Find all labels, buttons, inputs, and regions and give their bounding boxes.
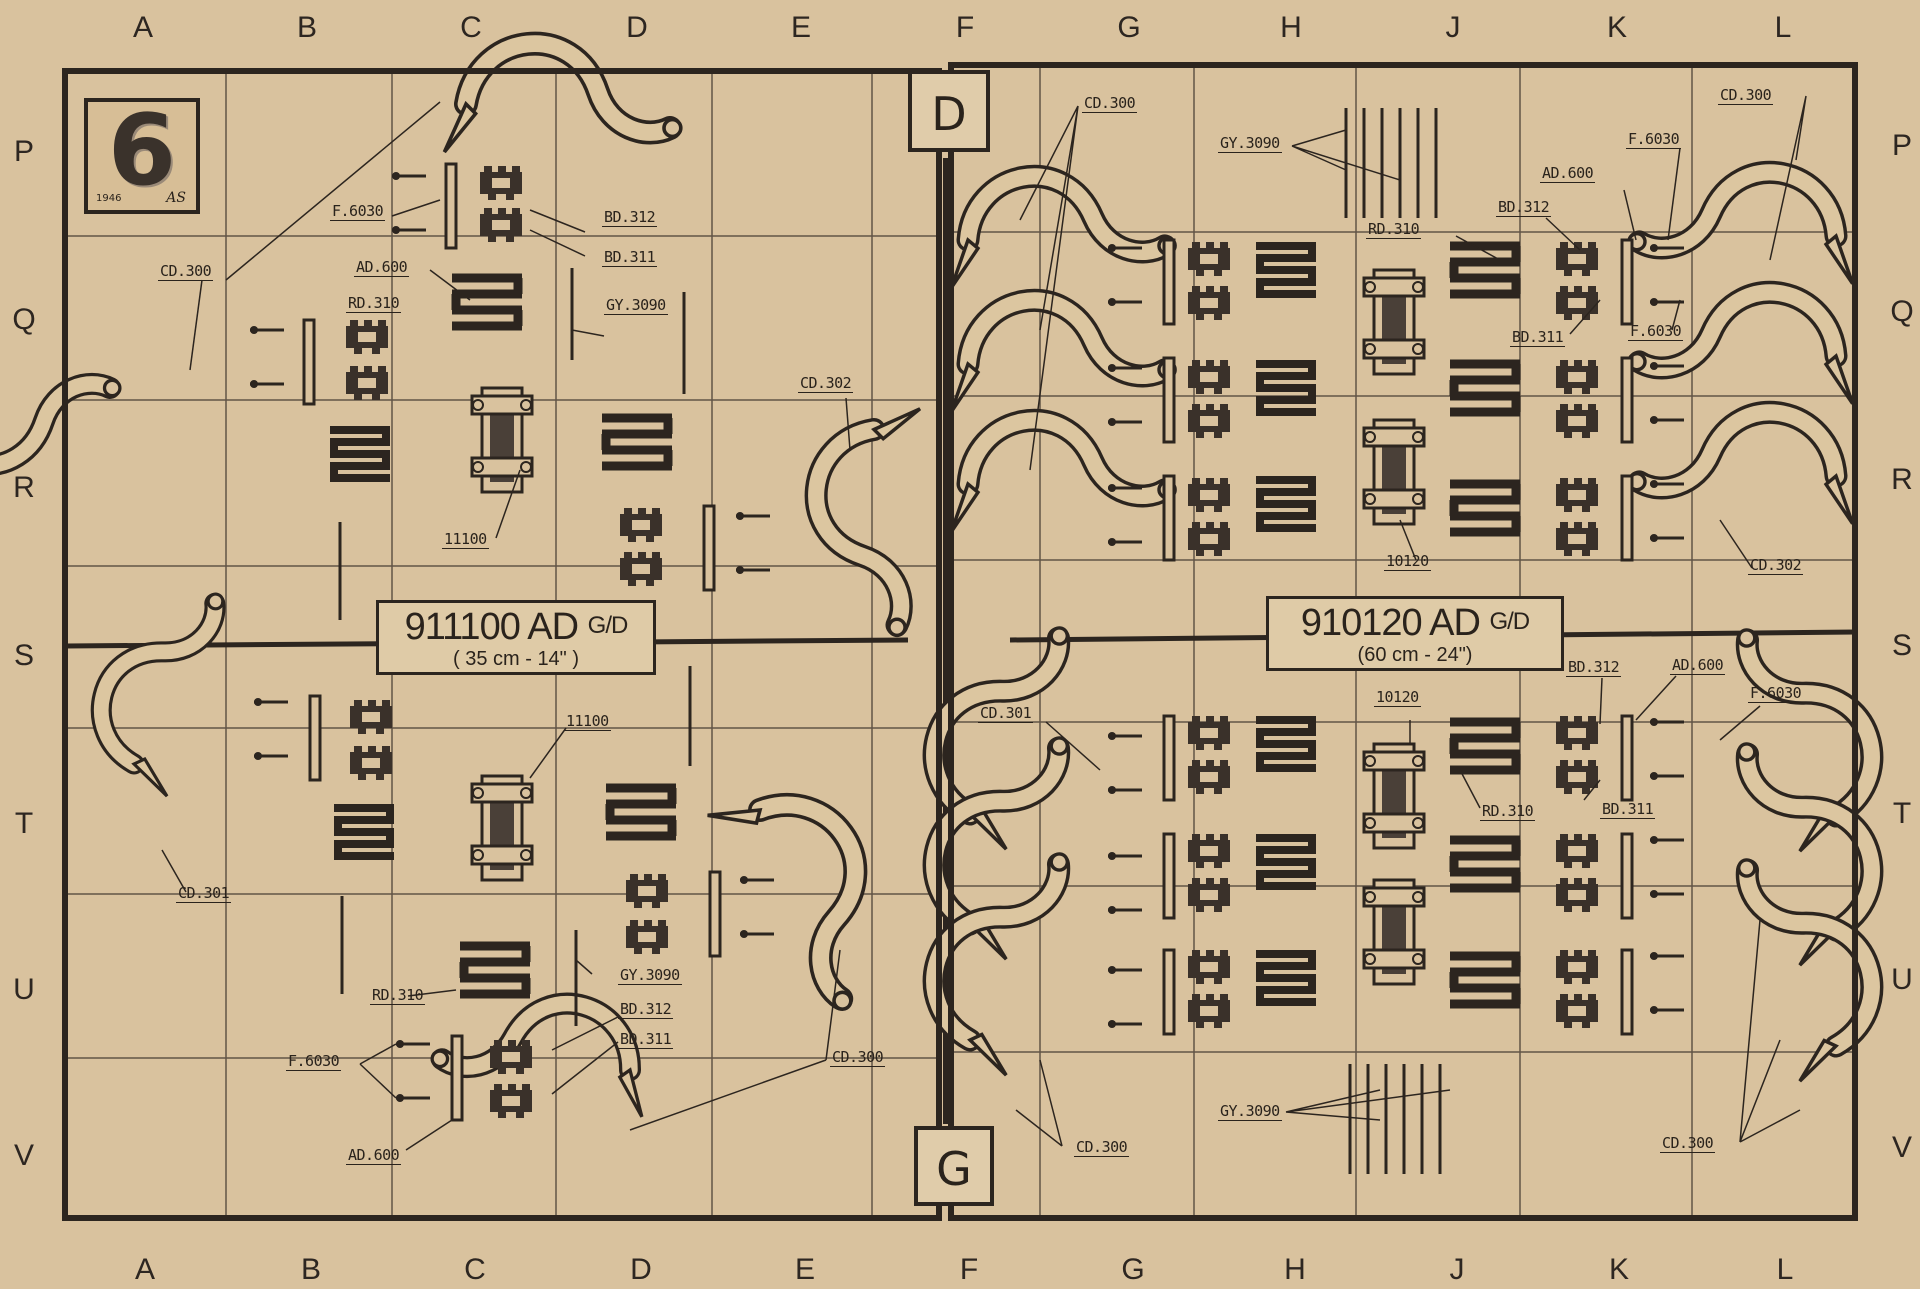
label-cd300-right-bottomright: CD.300: [1660, 1134, 1716, 1153]
label-bd312-right-top: BD.312: [1496, 198, 1552, 217]
label-cd300-left-bottom: CD.300: [830, 1048, 886, 1067]
label-cd300-right-topright: CD.300: [1718, 86, 1774, 105]
col-label-bottom-k: K: [1608, 1253, 1630, 1286]
label-bd312-right-bottom: BD.312: [1566, 658, 1622, 677]
row-label-left-u: U: [13, 973, 35, 1006]
label-11100-left-bottom: 11100: [564, 712, 611, 731]
label-cd300-right-top: CD.300: [1082, 94, 1138, 113]
col-label-top-l: L: [1774, 11, 1792, 44]
col-label-bottom-a: A: [134, 1253, 156, 1286]
left-kit-code: 911100 AD: [404, 606, 579, 648]
left-kit-suffix: G/D: [587, 612, 629, 639]
col-label-bottom-l: L: [1776, 1253, 1794, 1286]
label-bd312-left-bottom: BD.312: [618, 1000, 674, 1019]
left-top-parts: [0, 44, 920, 636]
left-kit-size: ( 35 cm - 14" ): [452, 648, 579, 670]
label-cd300-right-bottomleft: CD.300: [1074, 1138, 1130, 1157]
right-kit-code: 910120 AD: [1300, 602, 1481, 644]
label-ad600-right-bottom: AD.600: [1670, 656, 1726, 675]
label-cd300-left-top: CD.300: [158, 262, 214, 281]
row-label-right-t: T: [1892, 797, 1912, 830]
label-f6030-right-bottom: F.6030: [1748, 684, 1804, 703]
side-box-d: D: [908, 70, 990, 152]
right-kit-title: 910120 AD G/D (60 cm - 24"): [1266, 596, 1564, 671]
right-kit-suffix: G/D: [1489, 608, 1530, 635]
label-gy3090-right-top: GY.3090: [1218, 134, 1282, 153]
row-label-right-p: P: [1891, 129, 1913, 162]
col-label-top-e: E: [790, 11, 812, 44]
label-rd310-right-top: RD.310: [1366, 220, 1422, 239]
plate-year: 1946: [96, 193, 122, 204]
row-label-left-s: S: [13, 639, 35, 672]
row-label-right-v: V: [1891, 1131, 1913, 1164]
left-kit-frame: [62, 68, 942, 1221]
label-cd301-right: CD.301: [978, 704, 1034, 723]
label-bd311-left-top: BD.311: [602, 248, 658, 267]
row-label-left-r: R: [13, 471, 35, 504]
row-label-right-r: R: [1891, 463, 1913, 496]
col-label-top-f: F: [955, 11, 975, 44]
label-bd312-left-top: BD.312: [602, 208, 658, 227]
col-label-bottom-f: F: [959, 1253, 979, 1286]
col-label-top-k: K: [1606, 11, 1628, 44]
label-cd302-left: CD.302: [798, 374, 854, 393]
col-label-top-g: G: [1117, 11, 1141, 44]
label-ad600-left-bottom: AD.600: [346, 1146, 402, 1165]
label-f6030-left-bottom: F.6030: [286, 1052, 342, 1071]
plate-number: 6: [107, 94, 177, 208]
right-kit-frame: [948, 62, 1858, 1221]
label-f6030-right-top: F.6030: [1626, 130, 1682, 149]
row-label-left-q: Q: [12, 303, 36, 336]
col-label-bottom-d: D: [630, 1253, 652, 1286]
artist-mark: AS: [166, 190, 186, 206]
plate-number-badge: 6 1946 AS: [84, 94, 200, 214]
label-bd311-left-bottom: BD.311: [618, 1030, 674, 1049]
col-label-top-c: C: [460, 11, 482, 44]
label-rd310-left-bottom: RD.310: [370, 986, 426, 1005]
label-gy3090-right-bottom: GY.3090: [1218, 1102, 1282, 1121]
label-ad600-right-top: AD.600: [1540, 164, 1596, 183]
label-10120-right-top: 10120: [1384, 552, 1431, 571]
label-rd310-right-bottom: RD.310: [1480, 802, 1536, 821]
col-label-top-h: H: [1280, 11, 1302, 44]
left-bottom-parts: [78, 569, 920, 1120]
label-f6030-left-top: F.6030: [330, 202, 386, 221]
label-cd302-right: CD.302: [1748, 556, 1804, 575]
label-rd310-left-top: RD.310: [346, 294, 402, 313]
label-11100-left-top: 11100: [442, 530, 489, 549]
label-bd311-right-top: BD.311: [1510, 328, 1566, 347]
col-label-bottom-j: J: [1449, 1253, 1465, 1286]
side-box-g: G: [914, 1126, 994, 1206]
row-label-left-t: T: [14, 807, 34, 840]
row-label-right-q: Q: [1890, 295, 1914, 328]
label-gy3090-left-top: GY.3090: [604, 296, 668, 315]
row-label-right-s: S: [1891, 629, 1913, 662]
col-label-top-a: A: [132, 11, 154, 44]
label-10120-right-bottom: 10120: [1374, 688, 1421, 707]
left-kit-title: 911100 AD G/D ( 35 cm - 14" ): [376, 600, 656, 675]
label-ad600-left-top: AD.600: [354, 258, 410, 277]
col-label-bottom-c: C: [464, 1253, 486, 1286]
col-label-top-d: D: [626, 11, 648, 44]
col-label-bottom-g: G: [1121, 1253, 1145, 1286]
row-label-right-u: U: [1891, 963, 1913, 996]
label-f6030-right-q: F.6030: [1628, 322, 1684, 341]
col-label-top-j: J: [1445, 11, 1461, 44]
leader-lines: [161, 95, 1807, 1151]
label-cd301-left: CD.301: [176, 884, 232, 903]
right-kit-size: (60 cm - 24"): [1357, 644, 1473, 666]
label-gy3090-left-bottom: GY.3090: [618, 966, 682, 985]
col-label-bottom-e: E: [794, 1253, 816, 1286]
col-label-bottom-b: B: [300, 1253, 322, 1286]
row-label-left-v: V: [13, 1139, 35, 1172]
row-label-left-p: P: [13, 135, 35, 168]
label-bd311-right-bottom: BD.311: [1600, 800, 1656, 819]
col-label-bottom-h: H: [1284, 1253, 1306, 1286]
col-label-top-b: B: [296, 11, 318, 44]
